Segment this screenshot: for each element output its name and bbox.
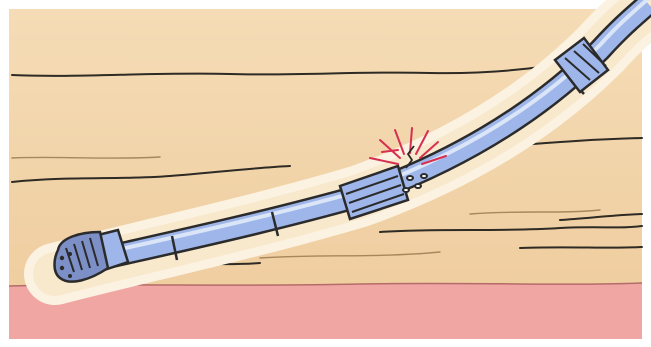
strata-line [520,247,642,248]
